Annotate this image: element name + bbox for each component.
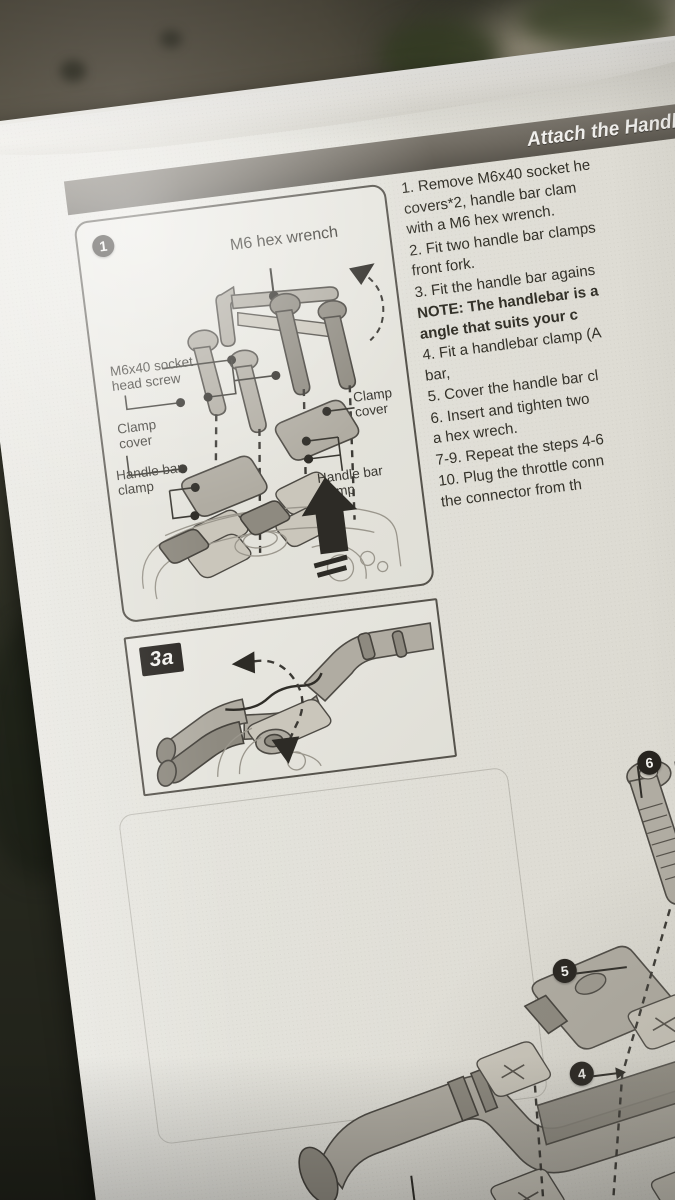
leader-line-clamp-cover-right [322,406,355,416]
background-speck-2 [160,30,182,48]
leader-line-handle-bar-clamp-right [301,436,344,471]
exploded-assembly-illustration [298,759,675,1200]
marker-5-leader [575,966,627,975]
leader-line-handle-bar-clamp-left [168,482,200,521]
background-speck-1 [60,60,86,82]
manual-page: Attach the Handle Bar 9 1 M6 hex wrench [0,25,675,1200]
front-fork-ghost-illustration [141,477,402,600]
marker-3-leader [410,1175,418,1200]
instruction-list: 1. Remove M6x40 socket he covers*2, hand… [400,129,675,513]
marker-4-leader [592,1067,626,1080]
handlebar-tube [298,1000,675,1200]
leader-lines-screws [124,355,281,411]
marker-6-leader [636,761,675,802]
leader-line-clamp-cover-left [125,455,188,477]
handlebar-rotation-illustration [156,622,435,787]
clamp-row [476,993,675,1200]
page-title: Attach the Handle Bar [525,104,675,151]
